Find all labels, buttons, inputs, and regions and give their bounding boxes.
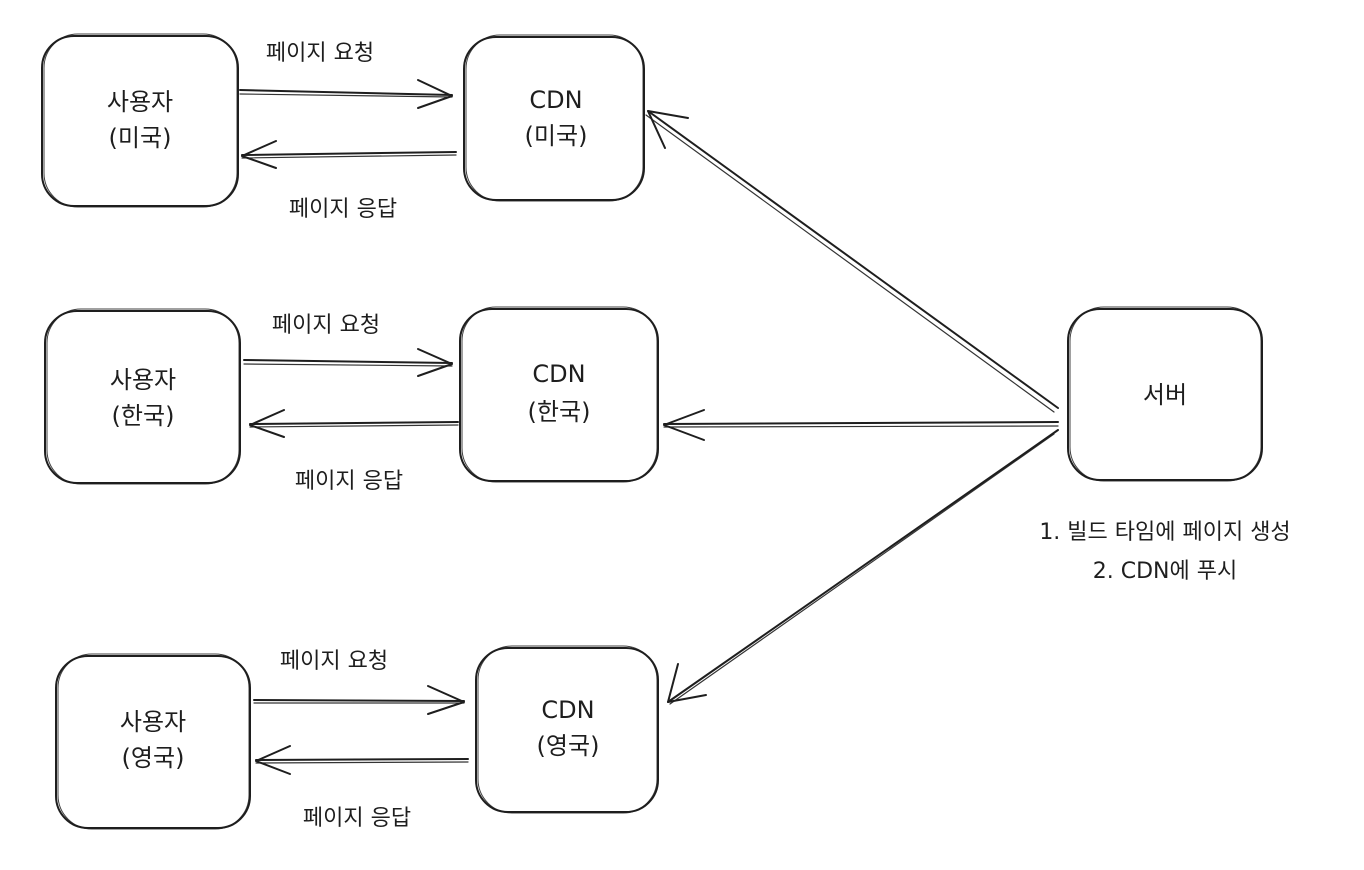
user-us-node[interactable]: 사용자 (미국) — [41, 33, 239, 208]
user-kr-label-1: 사용자 — [110, 366, 176, 394]
user-kr-label-2: (한국) — [112, 402, 175, 430]
server-label: 서버 — [1143, 381, 1187, 409]
user-uk-node[interactable]: 사용자 (영국) — [55, 653, 251, 830]
cdn-uk-node[interactable]: CDN (영국) — [475, 645, 659, 814]
uk-response-label: 페이지 응답 — [303, 806, 411, 831]
user-uk-label-2: (영국) — [122, 744, 185, 772]
kr-request-label: 페이지 요청 — [272, 313, 380, 338]
cdn-us-label-1: CDN — [529, 86, 582, 114]
kr-response-label: 페이지 응답 — [295, 469, 403, 494]
uk-request-label: 페이지 요청 — [280, 649, 388, 674]
us-response-arrow — [241, 140, 457, 169]
us-response-label: 페이지 응답 — [289, 197, 397, 222]
cdn-kr-label-2: (한국) — [528, 398, 591, 426]
cdn-uk-label-2: (영국) — [537, 732, 600, 760]
user-kr-node[interactable]: 사용자 (한국) — [44, 308, 241, 485]
cdn-kr-label-1: CDN — [532, 360, 585, 388]
cdn-us-node[interactable]: CDN (미국) — [463, 34, 645, 202]
user-us-label-1: 사용자 — [107, 88, 173, 116]
server-node[interactable]: 서버 — [1067, 306, 1263, 482]
note-line-2: 2. CDN에 푸시 — [1093, 559, 1237, 584]
cdn-kr-node[interactable]: CDN (한국) — [459, 306, 659, 483]
user-us-label-2: (미국) — [109, 124, 172, 152]
cdn-uk-label-1: CDN — [541, 696, 594, 724]
cdn-us-label-2: (미국) — [525, 122, 588, 150]
server-to-cdn-us-arrow — [645, 110, 1059, 413]
server-to-cdn-kr-arrow — [663, 409, 1059, 441]
note-line-1: 1. 빌드 타임에 페이지 생성 — [1039, 520, 1290, 545]
us-request-label: 페이지 요청 — [266, 41, 374, 66]
uk-request-arrow — [253, 685, 465, 715]
user-uk-label-1: 사용자 — [120, 708, 186, 736]
us-request-arrow — [239, 79, 453, 109]
kr-response-arrow — [249, 409, 459, 438]
kr-request-arrow — [243, 348, 453, 377]
uk-response-arrow — [255, 745, 469, 775]
server-to-cdn-uk-arrow — [667, 429, 1059, 705]
